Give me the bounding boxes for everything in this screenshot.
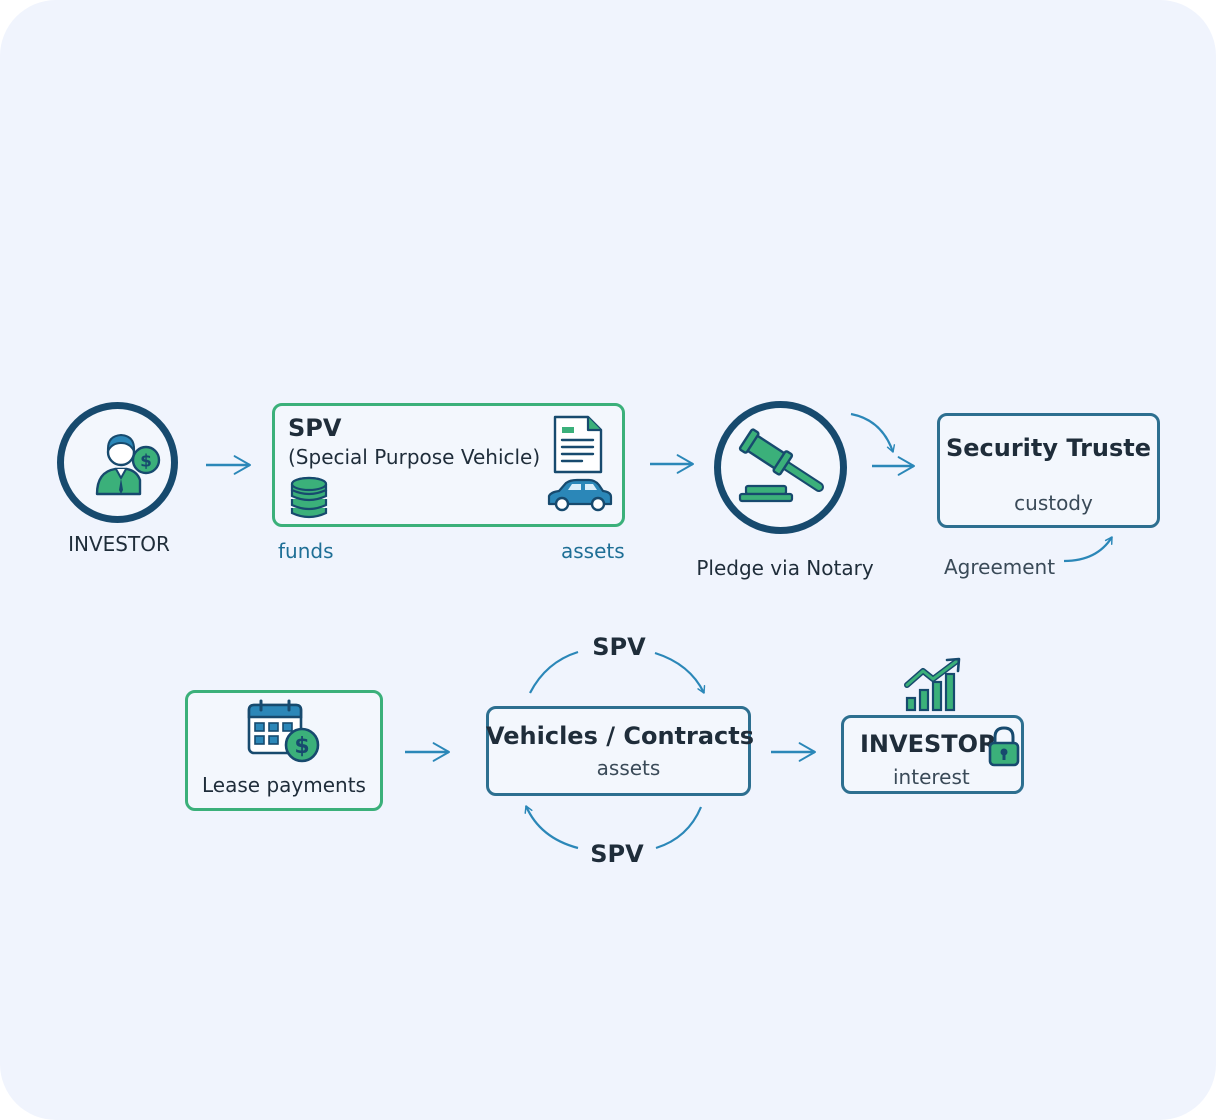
security-trustee-title: Security Truste <box>945 434 1152 462</box>
spv-title: SPV <box>288 414 342 442</box>
calendar-dollar-icon: $ <box>247 699 320 763</box>
coin-stack-icon <box>290 476 328 519</box>
svg-text:$: $ <box>140 452 152 472</box>
pledge-node <box>714 401 847 534</box>
investor-interest-title: INVESTOR <box>860 730 997 758</box>
investor-interest-subtitle: interest <box>893 765 970 789</box>
vehicles-contracts-title: Vehicles / Contracts <box>486 722 755 750</box>
car-icon <box>547 478 613 512</box>
security-trustee-box <box>937 413 1160 528</box>
svg-text:$: $ <box>294 734 309 759</box>
cycle-arc-bottom-right <box>655 806 703 850</box>
growth-chart-icon <box>904 657 961 712</box>
spv-subtitle: (Special Purpose Vehicle) <box>288 445 541 469</box>
cycle-label-top: SPV <box>592 633 646 661</box>
document-icon <box>553 415 603 474</box>
investor-label: INVESTOR <box>68 532 170 556</box>
cycle-arc-top-left <box>529 650 579 694</box>
curved-arrow-into-trustee <box>850 412 896 453</box>
cycle-label-bottom: SPV <box>590 840 644 868</box>
investor-with-dollar-icon: $ <box>95 433 161 496</box>
assets-label: assets <box>561 539 625 563</box>
curved-arrow-agreement <box>1063 536 1113 563</box>
vehicles-contracts-subtitle: assets <box>596 756 661 780</box>
cycle-arrow-bottom-left <box>524 805 579 850</box>
cycle-arrow-top-right <box>654 651 706 694</box>
agreement-label: Agreement <box>944 555 1056 579</box>
padlock-icon <box>988 726 1020 767</box>
lease-payments-label: Lease payments <box>202 773 366 797</box>
funds-label: funds <box>278 539 334 563</box>
gavel-icon <box>738 428 824 503</box>
security-trustee-subtitle: custody <box>1014 491 1093 515</box>
pledge-label: Pledge via Notary <box>696 556 874 580</box>
vehicles-contracts-box <box>486 706 751 796</box>
